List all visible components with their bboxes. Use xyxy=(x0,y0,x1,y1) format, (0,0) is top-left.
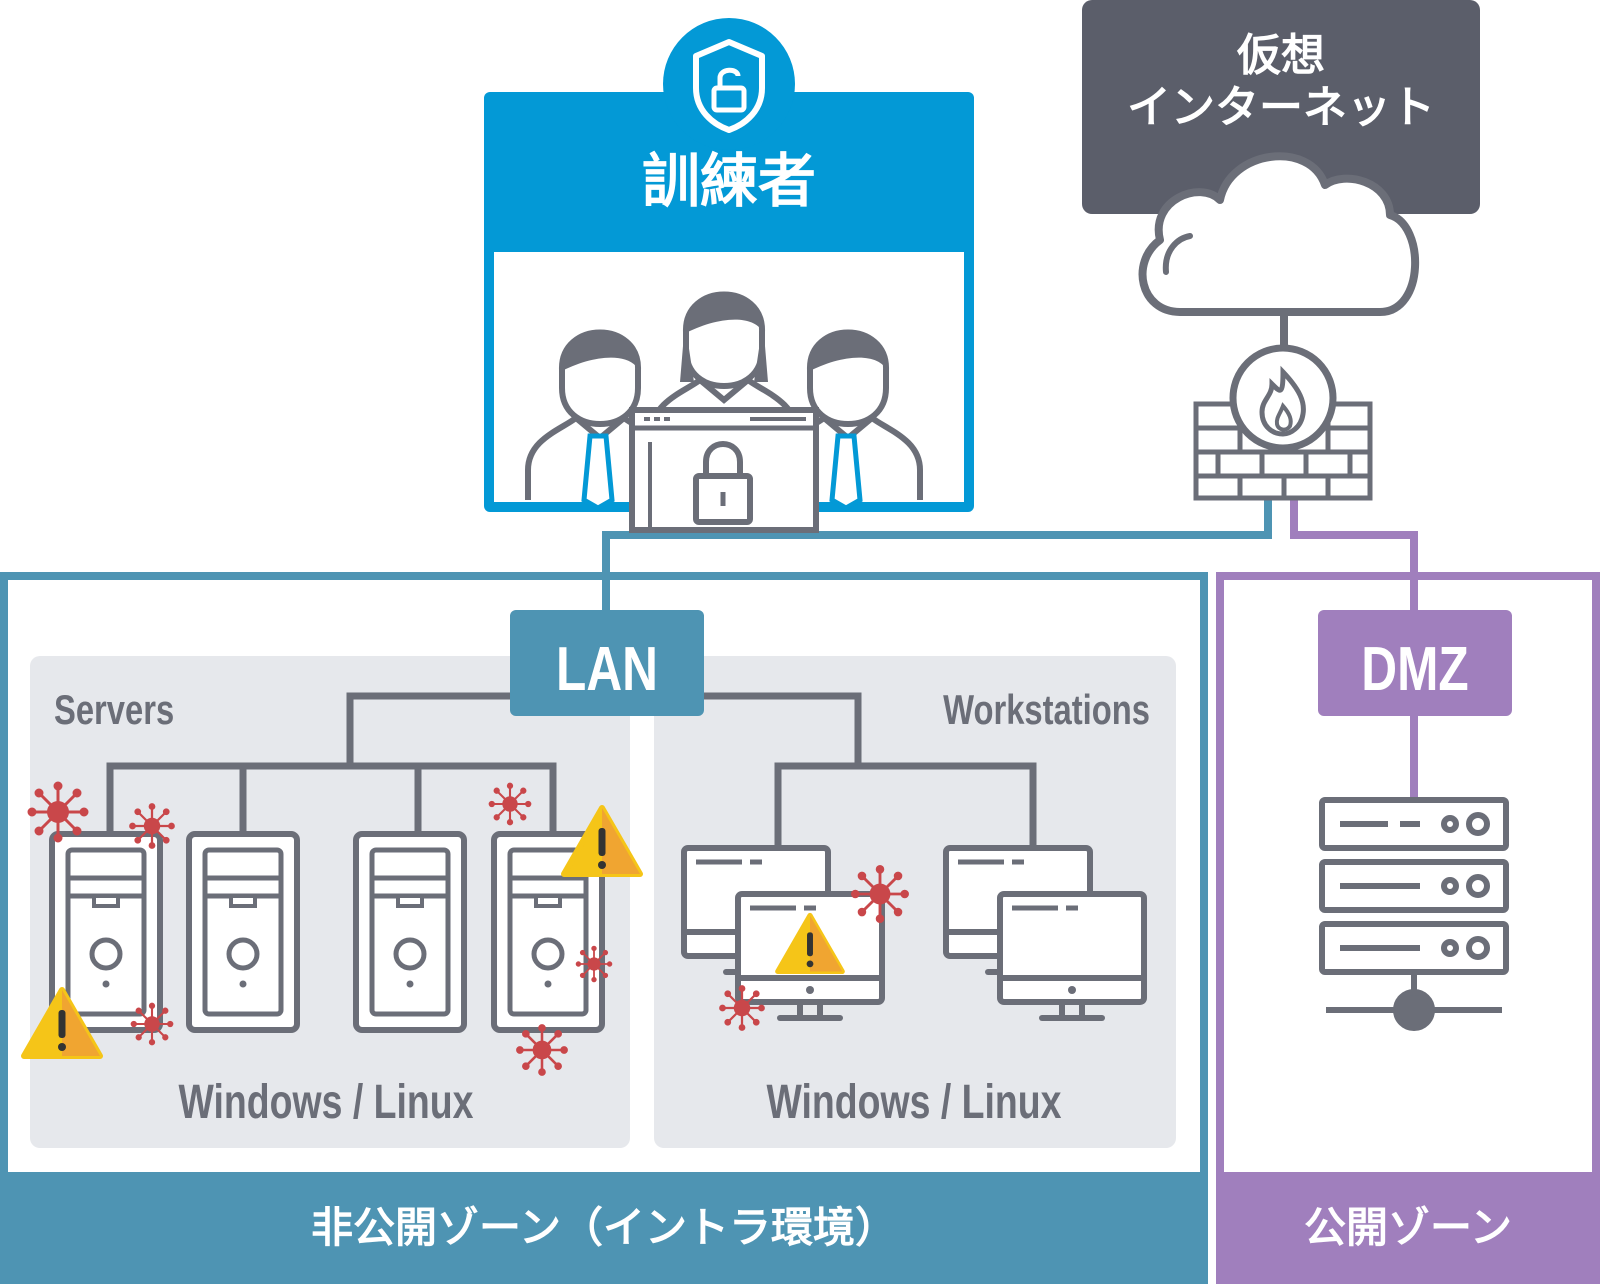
firewall-icon xyxy=(1193,344,1373,501)
trainees-panel: 訓練者 xyxy=(484,18,974,533)
virus-icon xyxy=(129,803,175,849)
private-zone: 非公開ゾーン（イントラ環境） Servers Workstations Wind… xyxy=(0,572,1208,1284)
servers-os-label: Windows / Linux xyxy=(179,1076,474,1130)
workstations-title: Workstations xyxy=(943,686,1150,733)
rack-server-icon xyxy=(1319,797,1509,1031)
shield-badge xyxy=(663,18,795,150)
tie-icon xyxy=(581,433,615,511)
virtual-internet: 仮想 インターネット xyxy=(1082,0,1480,316)
dmz-label: DMZ xyxy=(1361,634,1468,704)
virus-icon xyxy=(27,781,89,843)
virus-icon xyxy=(719,985,765,1031)
tie-icon xyxy=(829,433,863,511)
trainees-title: 訓練者 xyxy=(642,147,816,215)
workstations-panel xyxy=(654,656,1176,1148)
shield-lock-icon xyxy=(693,39,765,133)
person-icon xyxy=(652,294,796,463)
padlock-window-icon xyxy=(629,407,819,533)
server-tower-icon xyxy=(189,834,297,1030)
virus-icon xyxy=(130,1002,174,1046)
private-zone-footer xyxy=(0,1172,1208,1284)
virus-icon xyxy=(488,782,532,826)
workstations-os-label: Windows / Linux xyxy=(767,1076,1062,1130)
dmz-box xyxy=(1318,610,1512,716)
virus-icon xyxy=(575,945,613,983)
server-tower-icon xyxy=(356,834,464,1030)
cloud-icon xyxy=(1138,152,1420,316)
virus-icon xyxy=(516,1024,568,1076)
public-zone: 公開ゾーン DMZ xyxy=(1216,572,1600,1284)
servers-panel xyxy=(30,656,630,1148)
virus-icon xyxy=(851,865,909,923)
private-zone-label: 非公開ゾーン（イントラ環境） xyxy=(311,1203,897,1252)
lan-label: LAN xyxy=(556,634,658,704)
dmz-uplink-line xyxy=(1290,495,1418,612)
internet-title-line1: 仮想 xyxy=(1236,30,1325,81)
monitor-icon xyxy=(1000,894,1144,1018)
public-zone-footer xyxy=(1216,1172,1600,1284)
public-zone-label: 公開ゾーン xyxy=(1304,1203,1512,1252)
servers-title: Servers xyxy=(54,686,174,733)
internet-box xyxy=(1082,0,1480,214)
lan-box xyxy=(510,610,704,716)
flame-icon xyxy=(1259,365,1306,437)
internet-title-line2: インターネット xyxy=(1127,82,1435,133)
